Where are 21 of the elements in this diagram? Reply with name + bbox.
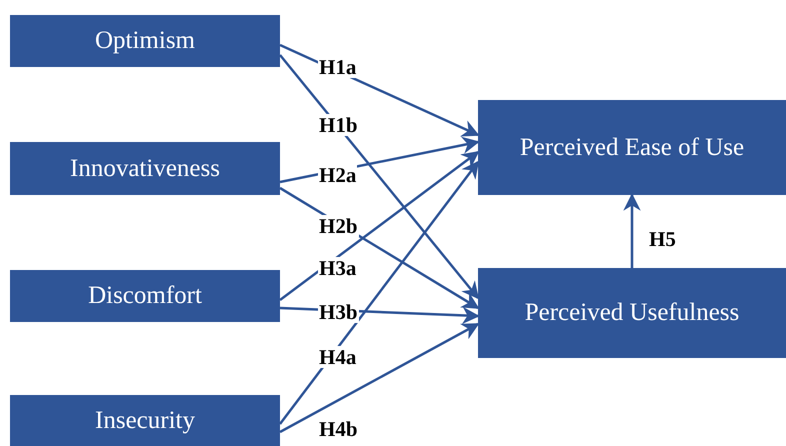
edge-label: H1b: [318, 114, 359, 136]
construct-box: [10, 142, 280, 195]
construct-label: Discomfort: [88, 282, 202, 310]
arrow: [279, 322, 480, 434]
construct-box: [478, 268, 786, 358]
edge-label: H2b: [318, 215, 359, 237]
construct-label: Optimism: [94, 27, 195, 55]
construct-box: [10, 395, 280, 446]
construct-box: [10, 270, 280, 322]
arrow: [279, 150, 480, 301]
edge-label: H4a: [318, 346, 358, 368]
arrow: [279, 160, 480, 425]
construct-label: Perceived Ease of Use: [520, 134, 744, 162]
arrow: [279, 54, 480, 300]
construct-label: Perceived Usefulness: [524, 299, 740, 327]
construct-label: Innovativeness: [70, 154, 220, 182]
construct-label: Insecurity: [95, 406, 195, 434]
construct-box: [478, 100, 786, 195]
arrow: [623, 193, 641, 268]
construct-box: [10, 15, 280, 67]
edge-label: H3b: [318, 301, 359, 323]
